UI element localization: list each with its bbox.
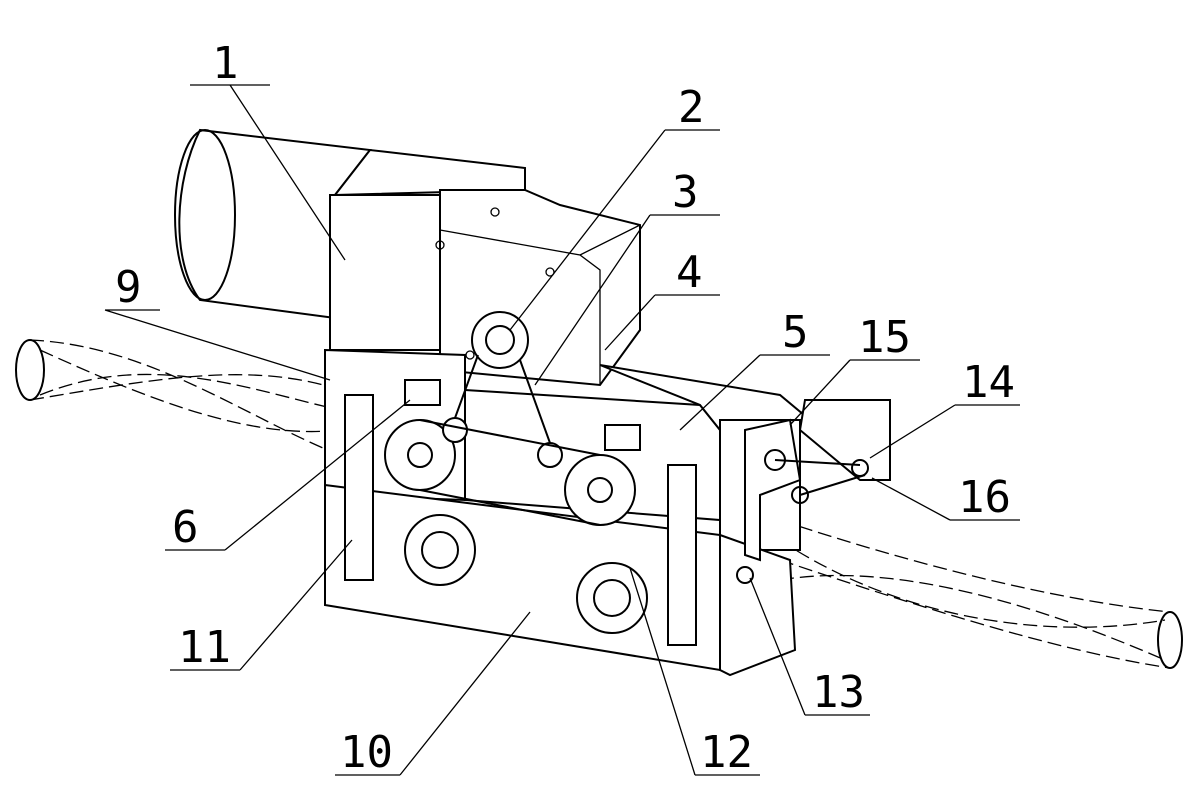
cable <box>15 339 1183 669</box>
label-13: 13 <box>812 667 865 718</box>
label-15: 15 <box>858 312 911 363</box>
leader-lines <box>104 84 1020 776</box>
label-10: 10 <box>340 727 393 778</box>
label-11: 11 <box>178 622 231 673</box>
label-16: 16 <box>958 472 1011 523</box>
guide-rails <box>344 394 697 646</box>
motor <box>174 128 641 387</box>
belt-drive <box>384 311 641 526</box>
part-labels: 1 2 3 4 5 15 14 16 9 6 11 10 12 13 <box>115 38 1015 778</box>
label-2: 2 <box>678 82 705 133</box>
label-1: 1 <box>212 38 239 89</box>
label-6: 6 <box>172 502 199 553</box>
label-9: 9 <box>115 262 142 313</box>
label-12: 12 <box>700 727 753 778</box>
label-5: 5 <box>782 307 809 358</box>
label-14: 14 <box>962 357 1015 408</box>
label-4: 4 <box>676 247 703 298</box>
label-3: 3 <box>672 167 699 218</box>
clamp-mechanism <box>736 399 891 584</box>
